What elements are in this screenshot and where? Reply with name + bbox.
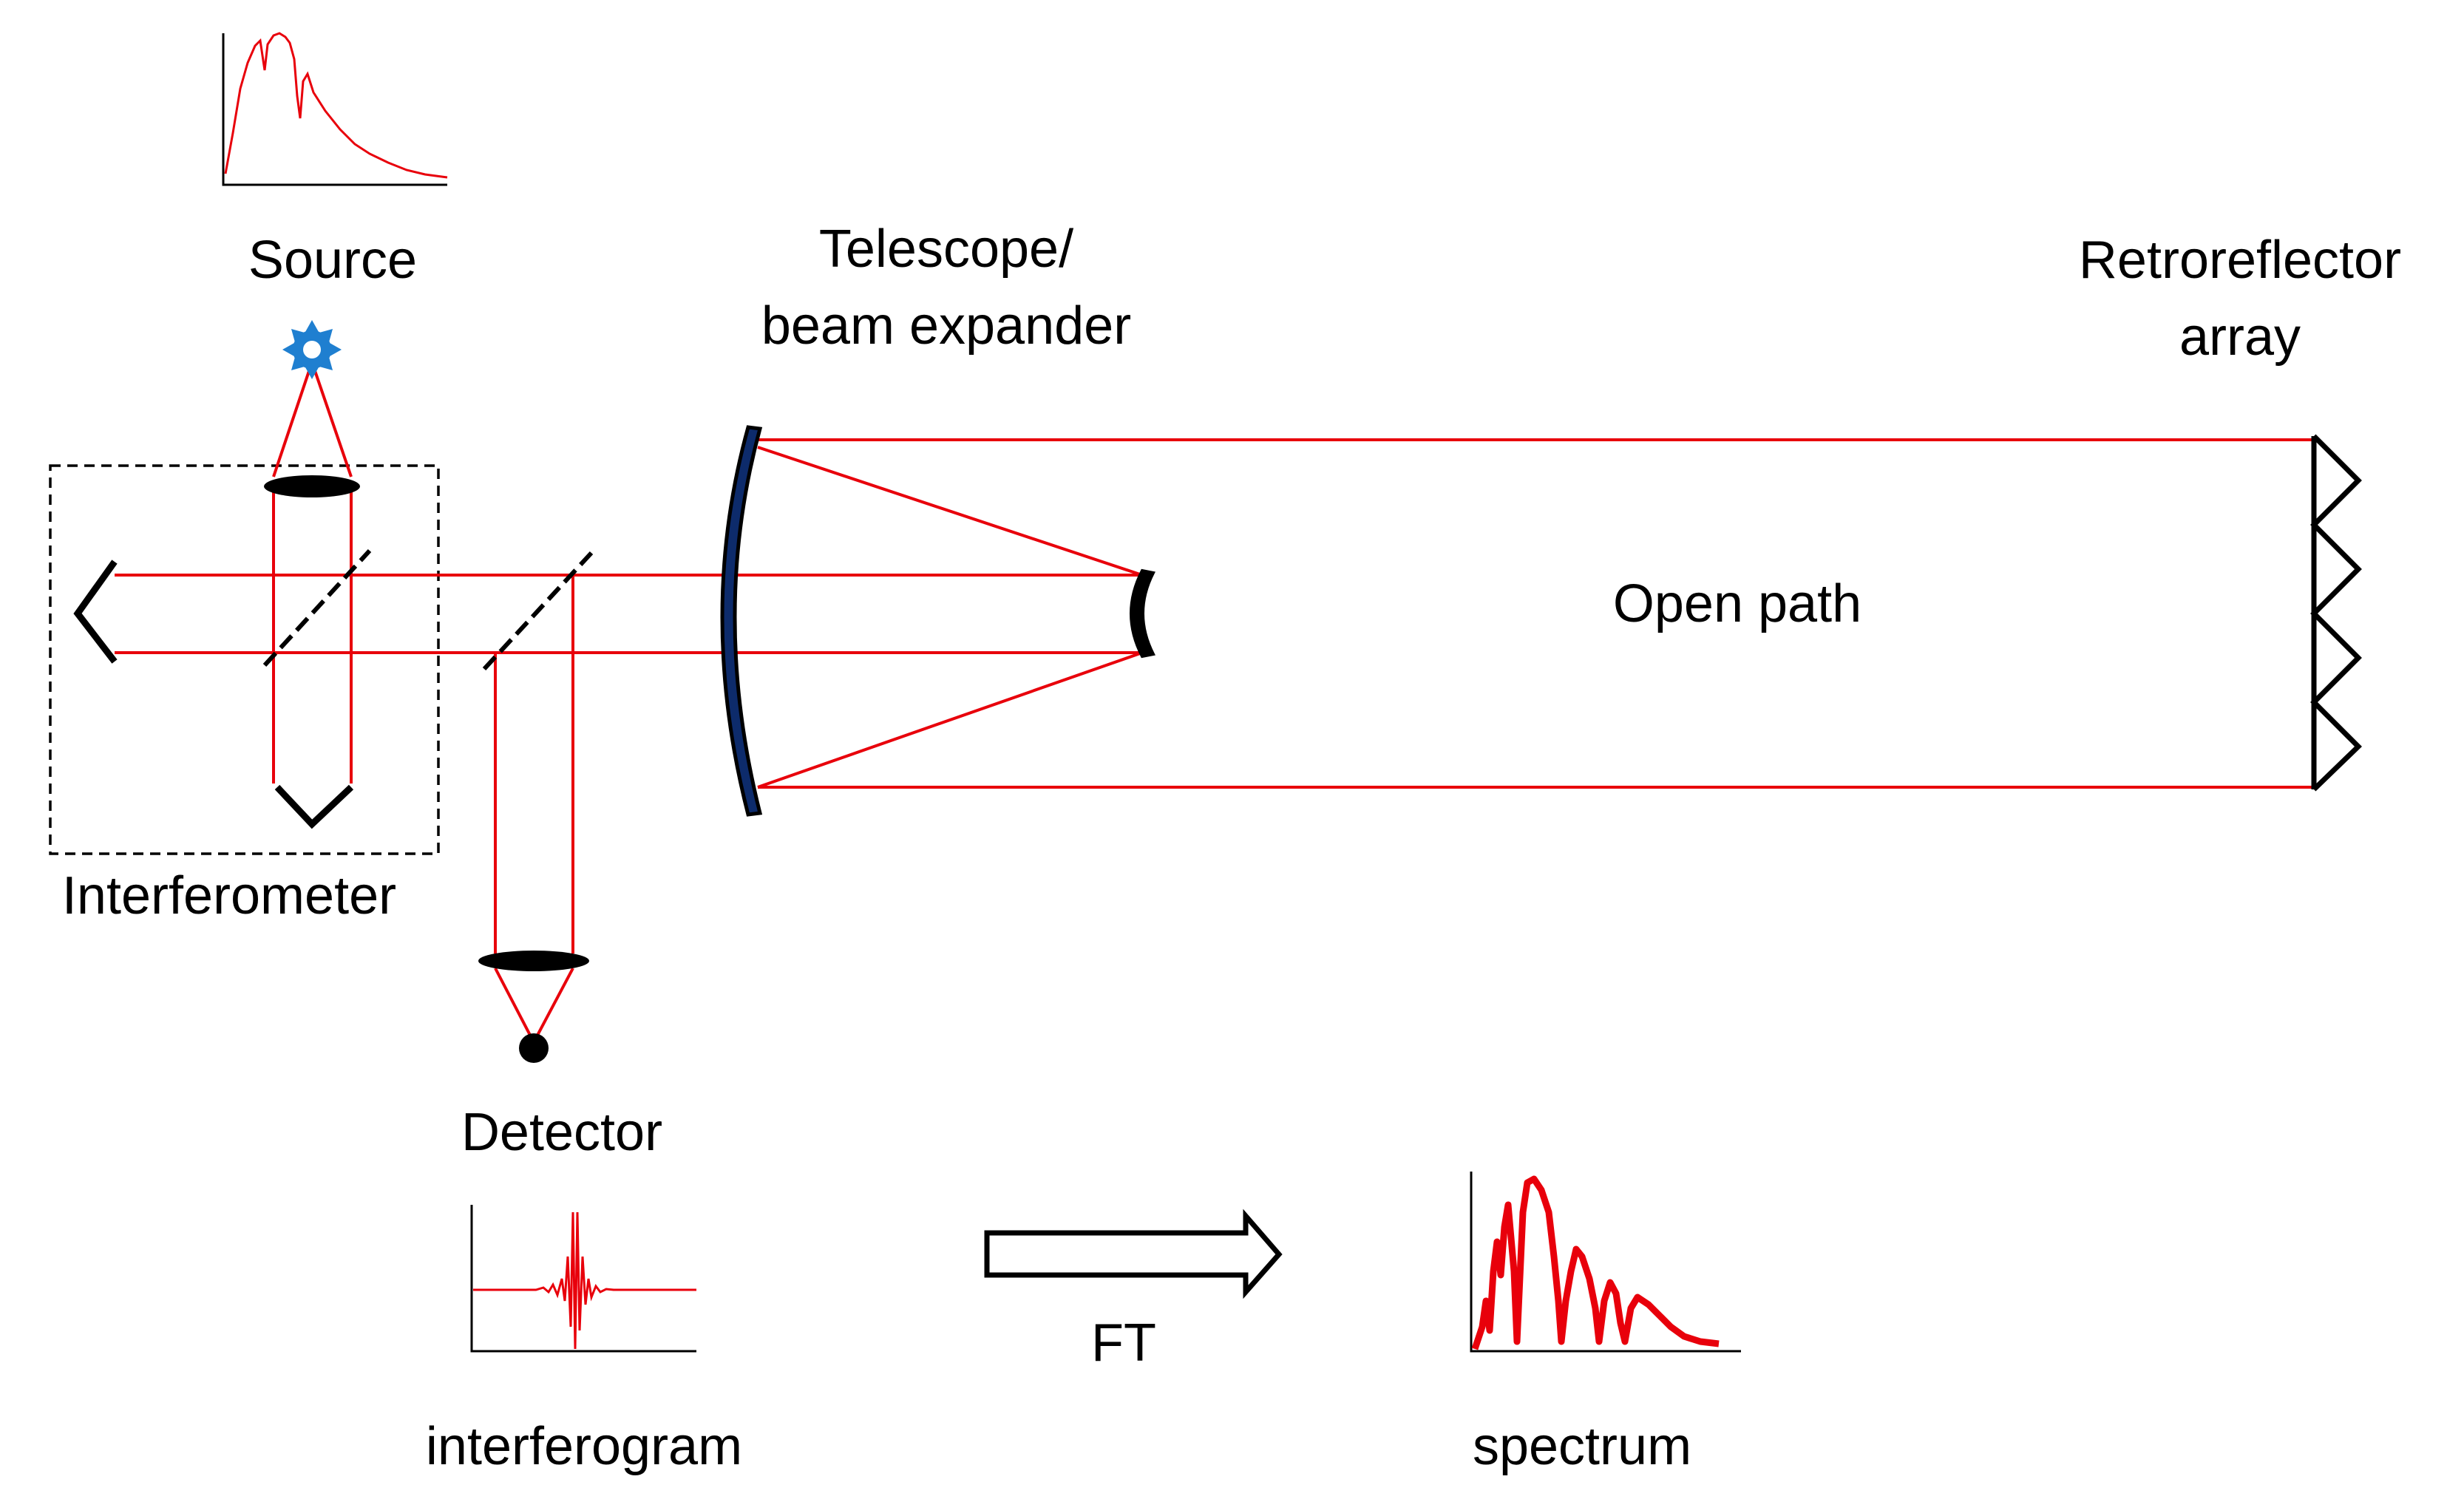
retroreflector-array bbox=[2310, 434, 2362, 792]
telescope-primary-mirror bbox=[720, 425, 763, 817]
source-plot-curve bbox=[224, 32, 448, 179]
interferometer-beam-splitter bbox=[262, 548, 372, 667]
interferogram-plot-axes bbox=[470, 1205, 696, 1353]
detector-label: Detector bbox=[461, 1103, 663, 1162]
retroreflector-label-line2: array bbox=[2179, 307, 2301, 367]
beam-paths bbox=[115, 361, 2314, 1043]
star-burst-icon bbox=[282, 320, 342, 379]
interferogram-curve bbox=[473, 1211, 696, 1350]
retroreflector-label-line1: Retroreflector bbox=[2078, 231, 2402, 290]
open-path-label: Open path bbox=[1612, 574, 1862, 633]
interferogram-plot bbox=[470, 1205, 696, 1353]
interferogram-label: interferogram bbox=[425, 1417, 743, 1476]
source-plot-axes bbox=[222, 33, 447, 186]
spectrum-label: spectrum bbox=[1472, 1417, 1692, 1476]
moving-corner-mirror bbox=[274, 784, 354, 829]
detector-focusing-lens bbox=[478, 951, 589, 971]
spectrum-curve bbox=[1471, 1175, 1720, 1350]
telescope-secondary-mirror bbox=[1130, 568, 1155, 659]
ft-label: FT bbox=[1091, 1313, 1156, 1373]
telescope-label: Telescope/ beam expander bbox=[710, 211, 1183, 365]
spectrum-plot bbox=[1470, 1172, 1741, 1353]
right-arrow-icon bbox=[984, 1209, 1283, 1299]
telescope-label-line1: Telescope/ bbox=[818, 220, 1074, 279]
retroreflector-label: Retroreflector array bbox=[2040, 222, 2440, 376]
source-collimating-lens bbox=[264, 475, 360, 497]
interferometer-label: Interferometer bbox=[61, 866, 397, 925]
spectrum-plot-axes bbox=[1470, 1172, 1741, 1353]
interferometer-box bbox=[49, 464, 440, 855]
source-spectrum-plot bbox=[222, 32, 448, 186]
detector-element bbox=[519, 1033, 549, 1063]
source-label: Source bbox=[248, 231, 418, 290]
fixed-corner-mirror bbox=[73, 560, 118, 664]
output-beam-splitter bbox=[482, 551, 594, 671]
telescope-label-line2: beam expander bbox=[761, 296, 1132, 356]
